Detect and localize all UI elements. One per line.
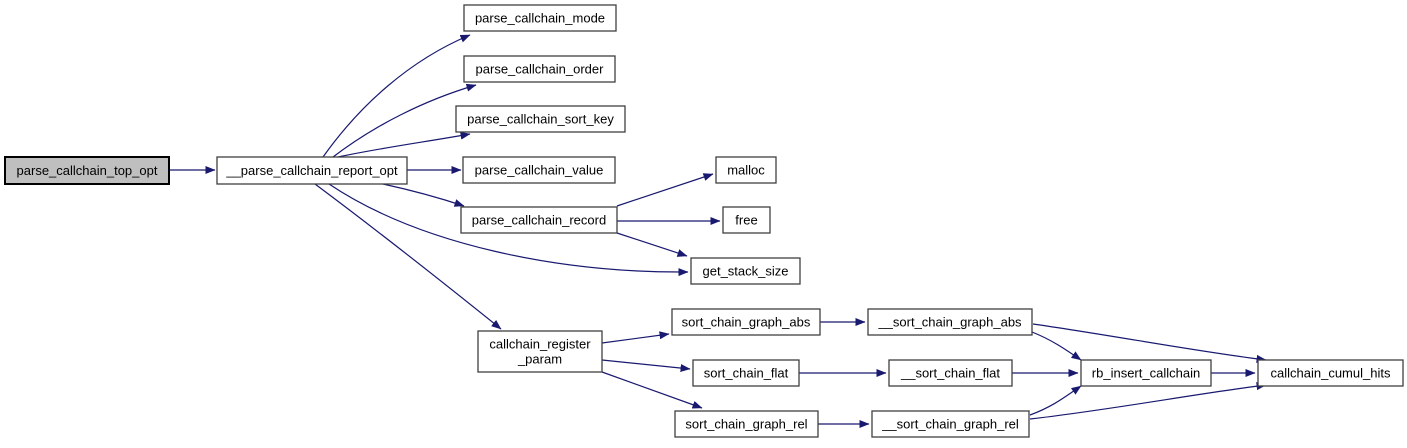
edge-callchain_register_param-to-sort_chain_graph_abs: [601, 331, 670, 344]
node-label-sort_chain_graph_abs: sort_chain_graph_abs: [682, 315, 811, 330]
node-label-malloc: malloc: [727, 163, 765, 178]
node-label-callchain_register_param-line1: callchain_register: [489, 337, 591, 352]
node-label-callchain_cumul_hits: callchain_cumul_hits: [1271, 366, 1391, 381]
node-free[interactable]: free: [722, 206, 771, 234]
edge-sort_chain_graph_rel2-to-rb_insert_callchain: [1029, 385, 1082, 416]
node-box-sort_chain_graph_rel2[interactable]: [871, 410, 1030, 438]
node-parse_callchain_order[interactable]: parse_callchain_order: [463, 55, 616, 83]
node-label-get_stack_size: get_stack_size: [703, 264, 789, 279]
edge-sort_chain_graph_rel2-to-callchain_cumul_hits: [1029, 382, 1267, 420]
node-get_stack_size[interactable]: get_stack_size: [690, 257, 801, 285]
node-label-sort_chain_graph_rel: sort_chain_graph_rel: [685, 417, 807, 432]
node-label-free: free: [735, 213, 757, 228]
edge-parse_callchain_report_opt-to-parse_callchain_mode: [322, 34, 471, 158]
edge-parse_callchain_report_opt-to-parse_callchain_sort_key: [337, 131, 471, 158]
node-box-sort_chain_flat2[interactable]: [888, 359, 1013, 387]
node-malloc[interactable]: malloc: [715, 156, 777, 184]
node-label-sort_chain_graph_rel2: __sort_chain_graph_rel: [881, 417, 1019, 432]
node-label-parse_callchain_order: parse_callchain_order: [476, 62, 605, 77]
node-label-sort_chain_graph_abs2: __sort_chain_graph_abs: [877, 315, 1022, 330]
node-parse_callchain_value[interactable]: parse_callchain_value: [462, 156, 616, 184]
node-parse_callchain_mode[interactable]: parse_callchain_mode: [463, 4, 617, 32]
node-sort_chain_flat[interactable]: sort_chain_flat: [692, 359, 800, 387]
node-parse_callchain_sort_key[interactable]: parse_callchain_sort_key: [455, 105, 626, 133]
node-callchain_register_param[interactable]: callchain_register_param: [477, 330, 603, 373]
node-label-callchain_register_param-line2: _param: [517, 352, 562, 367]
node-box-malloc[interactable]: [715, 156, 777, 184]
node-box-sort_chain_flat[interactable]: [692, 359, 800, 387]
node-parse_callchain_report_opt[interactable]: __parse_callchain_report_opt: [216, 156, 408, 185]
node-box-sort_chain_graph_abs[interactable]: [671, 308, 821, 336]
node-box-parse_callchain_top_opt[interactable]: [4, 156, 170, 185]
node-label-parse_callchain_mode: parse_callchain_mode: [475, 11, 605, 26]
node-label-parse_callchain_sort_key: parse_callchain_sort_key: [467, 112, 614, 127]
edge-callchain_register_param-to-sort_chain_graph_rel: [601, 371, 703, 409]
edge-parse_callchain_record-to-get_stack_size: [616, 232, 688, 257]
node-rb_insert_callchain[interactable]: rb_insert_callchain: [1080, 359, 1212, 387]
node-box-sort_chain_graph_abs2[interactable]: [867, 308, 1033, 336]
node-box-parse_callchain_order[interactable]: [463, 55, 616, 83]
node-parse_callchain_record[interactable]: parse_callchain_record: [460, 206, 618, 234]
node-box-callchain_register_param[interactable]: [477, 330, 603, 373]
node-sort_chain_graph_abs2[interactable]: __sort_chain_graph_abs: [867, 308, 1033, 336]
node-box-parse_callchain_sort_key[interactable]: [455, 105, 626, 133]
edge-parse_callchain_report_opt-to-parse_callchain_order: [332, 83, 477, 158]
node-label-parse_callchain_record: parse_callchain_record: [472, 213, 606, 228]
node-box-parse_callchain_record[interactable]: [460, 206, 618, 234]
node-box-parse_callchain_value[interactable]: [462, 156, 616, 184]
edge-sort_chain_graph_abs2-to-rb_insert_callchain: [1031, 331, 1082, 361]
edge-parse_callchain_report_opt-to-callchain_register_param: [314, 183, 502, 330]
edge-parse_callchain_record-to-malloc: [616, 173, 714, 207]
edges-layer: [169, 34, 1267, 428]
edge-callchain_register_param-to-sort_chain_flat: [601, 359, 691, 373]
node-box-parse_callchain_report_opt[interactable]: [216, 156, 408, 185]
node-sort_chain_graph_abs[interactable]: sort_chain_graph_abs: [671, 308, 821, 336]
node-sort_chain_flat2[interactable]: __sort_chain_flat: [888, 359, 1013, 387]
node-sort_chain_graph_rel[interactable]: sort_chain_graph_rel: [674, 410, 819, 438]
node-box-get_stack_size[interactable]: [690, 257, 801, 285]
node-box-parse_callchain_mode[interactable]: [463, 4, 617, 32]
nodes-layer: parse_callchain_top_opt __parse_callchain…: [4, 4, 1404, 438]
edge-sort_chain_graph_abs2-to-callchain_cumul_hits: [1032, 323, 1267, 363]
node-box-callchain_cumul_hits[interactable]: [1257, 359, 1404, 387]
node-parse_callchain_top_opt[interactable]: parse_callchain_top_opt: [4, 156, 170, 185]
edge-parse_callchain_report_opt-to-get_stack_size: [328, 183, 689, 277]
node-label-rb_insert_callchain: rb_insert_callchain: [1092, 366, 1200, 381]
node-label-parse_callchain_report_opt: __parse_callchain_report_opt: [225, 163, 398, 178]
node-box-sort_chain_graph_rel[interactable]: [674, 410, 819, 438]
node-box-free[interactable]: [722, 206, 771, 234]
node-box-rb_insert_callchain[interactable]: [1080, 359, 1212, 387]
node-label-sort_chain_flat: sort_chain_flat: [704, 366, 789, 381]
edge-parse_callchain_report_opt-to-parse_callchain_record: [382, 183, 465, 207]
node-label-parse_callchain_top_opt: parse_callchain_top_opt: [17, 163, 158, 178]
node-callchain_cumul_hits[interactable]: callchain_cumul_hits: [1257, 359, 1404, 387]
node-label-parse_callchain_value: parse_callchain_value: [475, 163, 604, 178]
node-label-sort_chain_flat2: __sort_chain_flat: [900, 366, 1000, 381]
node-sort_chain_graph_rel2[interactable]: __sort_chain_graph_rel: [871, 410, 1030, 438]
